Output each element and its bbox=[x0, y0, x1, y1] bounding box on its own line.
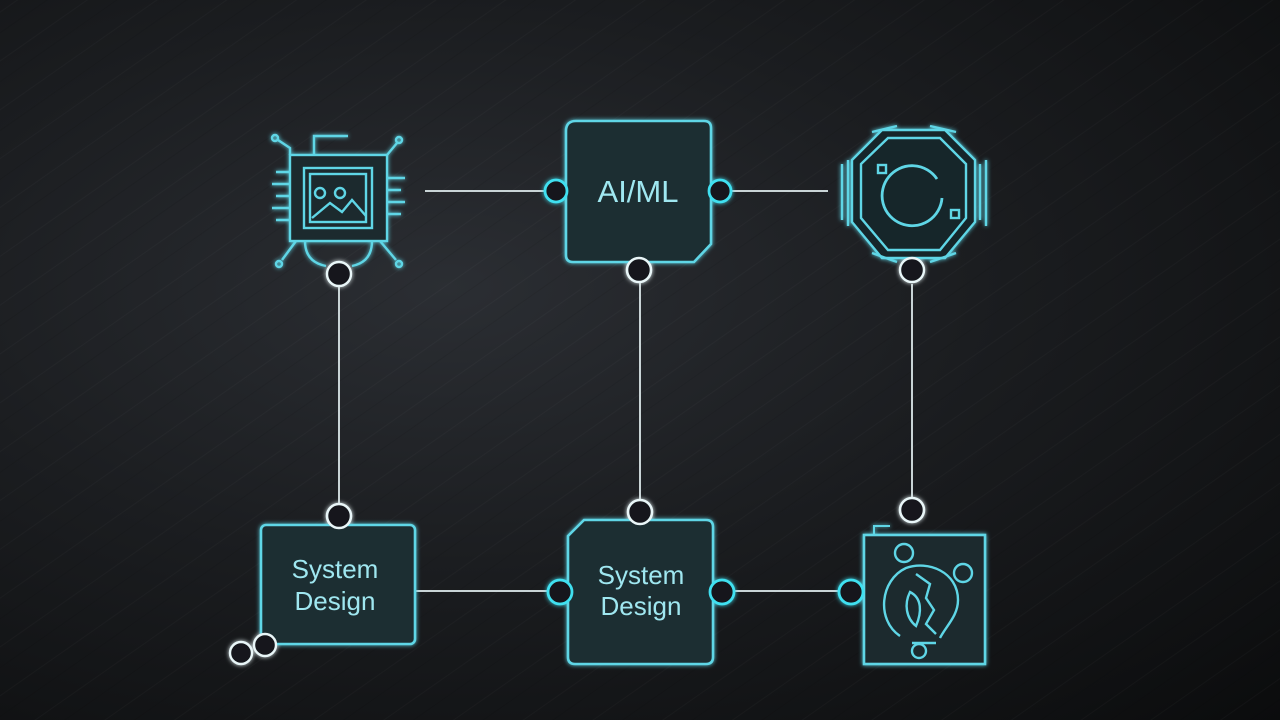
system-design-left-line1: System bbox=[292, 554, 379, 584]
connectors bbox=[338, 190, 913, 592]
system-design-center-line1: System bbox=[598, 560, 685, 590]
bulb-left-port bbox=[837, 578, 865, 606]
system-design-center-top-port bbox=[626, 498, 654, 526]
system-design-left-node: System Design bbox=[228, 502, 417, 666]
system-design-center-node: System Design bbox=[546, 498, 736, 666]
system-design-center-line2: Design bbox=[601, 591, 682, 621]
ai-ml-label: AI/ML bbox=[598, 174, 679, 209]
ring-component-node bbox=[840, 124, 988, 284]
system-design-center-left-port bbox=[546, 578, 574, 606]
ai-ml-left-port bbox=[543, 178, 569, 204]
image-chip-icon bbox=[270, 133, 405, 288]
system-design-left-top-port bbox=[325, 502, 353, 530]
system-design-center-right-port bbox=[708, 578, 736, 606]
image-chip-node bbox=[270, 133, 405, 288]
ai-ml-bottom-port bbox=[625, 256, 653, 284]
bulb-node bbox=[837, 496, 987, 666]
system-design-left-corner-port bbox=[252, 632, 278, 658]
bulb-top-port bbox=[898, 496, 926, 524]
hexagon-ring-icon bbox=[840, 124, 988, 284]
lightbulb-icon bbox=[883, 542, 974, 660]
system-design-left-corner-port-outer bbox=[228, 640, 254, 666]
ai-ml-node: AI/ML bbox=[543, 119, 733, 284]
ai-ml-right-port bbox=[707, 178, 733, 204]
system-design-left-line2: Design bbox=[295, 586, 376, 616]
